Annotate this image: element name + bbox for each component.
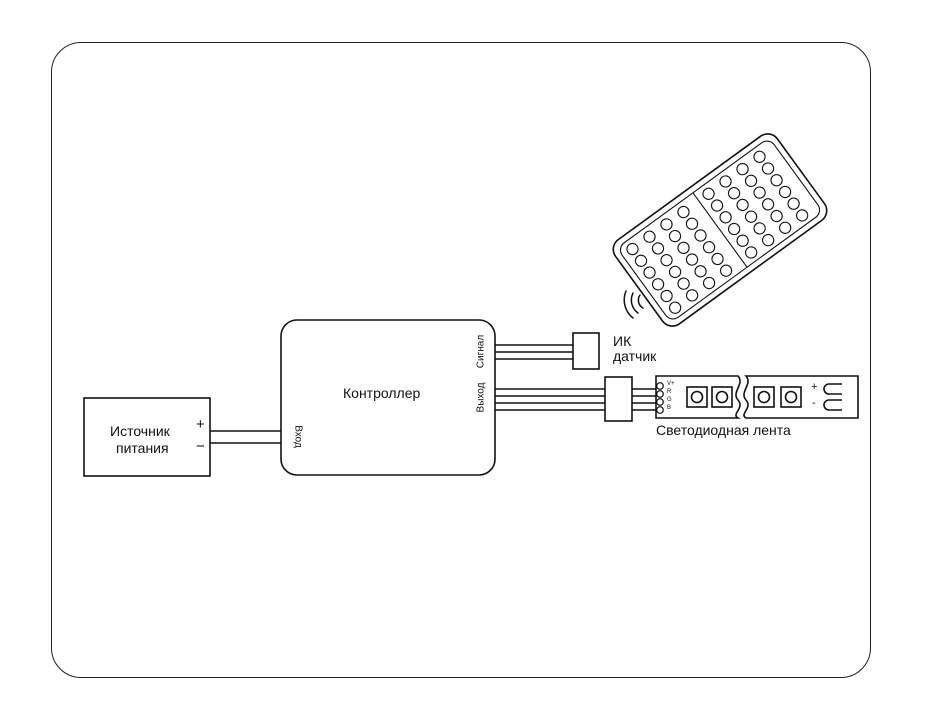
remote-button [762, 233, 775, 247]
remote-button [668, 301, 682, 314]
remote-button [795, 209, 809, 222]
remote-button [770, 174, 783, 187]
power-source-label-2: питания [116, 440, 169, 456]
controller-signal-label: Сигнал [475, 334, 487, 369]
strip-pin-label-r: R [667, 389, 672, 395]
controller-title: Контроллер [343, 385, 421, 401]
remote-button [651, 242, 665, 255]
remote-button [719, 211, 732, 224]
remote-button [677, 277, 690, 290]
led-strip-segment-1 [655, 375, 742, 419]
strip-connector-wires [632, 388, 656, 411]
signal-wires [495, 344, 573, 360]
remote-button [744, 210, 758, 223]
ir-sensor-connector [572, 332, 600, 370]
remote-button [727, 187, 741, 200]
remote-button [660, 254, 673, 267]
remote-button [744, 174, 758, 188]
controller-input-label: Вход [292, 425, 304, 448]
remote-button [787, 197, 800, 210]
remote-button [727, 222, 741, 236]
power-source-box [83, 397, 211, 477]
power-minus-sign: − [196, 438, 205, 455]
remote-button [651, 278, 665, 291]
diagram-frame [51, 42, 871, 678]
remote-button [710, 199, 724, 212]
remote-button [761, 162, 775, 175]
ir-signal-waves-icon [623, 290, 644, 319]
remote-button [634, 254, 648, 267]
strip-plus-sign: + [811, 381, 818, 393]
remote-button [694, 229, 707, 242]
remote-button [736, 198, 749, 212]
remote-button [745, 246, 758, 259]
remote-button [677, 241, 690, 254]
remote-button [711, 252, 724, 266]
strip-pin-holes [656, 382, 664, 414]
remote-button [685, 217, 699, 230]
remote-button [643, 230, 656, 243]
strip-minus-sign: - [812, 397, 816, 409]
remote-button [694, 265, 707, 278]
led-chips [686, 386, 802, 408]
controller-output-label: Выход [475, 382, 487, 413]
remote-button [626, 242, 639, 256]
controller-box [280, 319, 496, 476]
led-strip-label: Светодиодная лента [656, 422, 791, 438]
remote-button [677, 205, 690, 219]
ir-sensor-label-1: ИК [613, 333, 632, 349]
strip-pin-label-g: G [667, 397, 672, 403]
remote-button [668, 229, 682, 243]
remote-button [719, 175, 732, 188]
remote-button [770, 209, 783, 223]
strip-end-pad-minus [823, 399, 842, 411]
power-plus-sign: + [196, 416, 205, 433]
ir-sensor-label-2: датчик [613, 348, 657, 364]
remote-button [778, 185, 792, 199]
remote-button [778, 221, 792, 234]
strip-pin-label-b: B [667, 405, 672, 411]
remote-button [736, 234, 749, 247]
remote-button [660, 218, 673, 231]
remote-button [761, 198, 775, 211]
remote-button [702, 276, 716, 290]
power-source-label-1: Источник [110, 423, 170, 439]
remote-button [685, 253, 699, 266]
remote-button [753, 186, 766, 199]
remote-button [702, 187, 715, 200]
strip-end-pad-plus [823, 383, 842, 395]
strip-connector [604, 376, 633, 422]
ir-remote-control-icon [612, 133, 828, 327]
remote-button [660, 289, 673, 303]
remote-button [643, 266, 656, 279]
strip-pin-label-vplus: V+ [667, 381, 675, 387]
remote-button [685, 289, 699, 302]
remote-button [668, 265, 682, 279]
remote-button [753, 222, 766, 235]
remote-button [736, 162, 749, 176]
remote-button [753, 150, 766, 163]
remote-button [719, 264, 733, 277]
led-strip-segment-2 [743, 375, 859, 419]
output-wires [495, 388, 605, 411]
remote-button [702, 241, 716, 254]
